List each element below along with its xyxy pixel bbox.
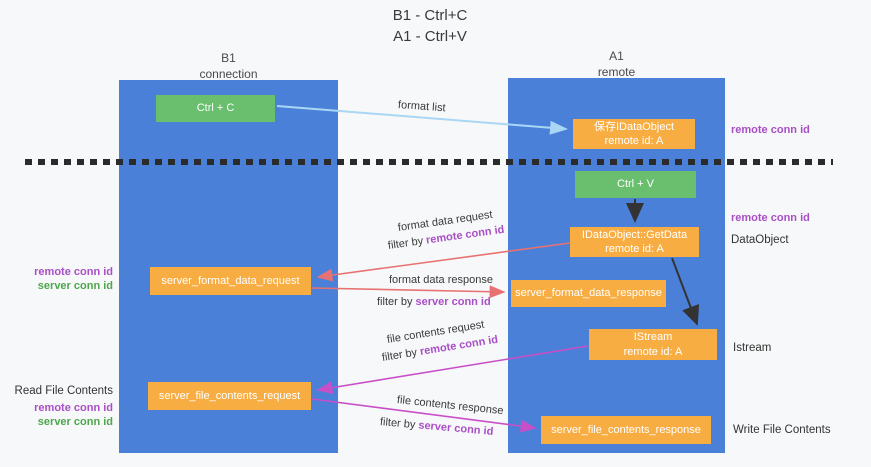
- right-remote-conn-id-label-2: remote conn id: [731, 212, 810, 224]
- lifeline-a1-subtitle: remote: [597, 64, 636, 79]
- filter-by-text: filter by: [377, 296, 416, 308]
- filter-by-text: filter by: [387, 234, 427, 252]
- ctrl-c-label: Ctrl + C: [196, 102, 235, 115]
- ctrl-v-label: Ctrl + V: [617, 178, 654, 191]
- getdata-line1: IDataObject::GetData: [581, 228, 688, 241]
- istream-side-label: Istream: [733, 342, 772, 354]
- format-data-response-filter-annotation: filter by server conn id: [377, 296, 491, 308]
- dataobject-label: DataObject: [731, 234, 789, 246]
- ctrl-c-box: Ctrl + C: [156, 95, 275, 122]
- server-format-data-request-box: server_format_data_request: [150, 267, 311, 295]
- file-contents-response-annotation: file contents response: [396, 394, 505, 418]
- server-format-data-request-label: server_format_data_request: [161, 274, 300, 287]
- read-file-contents-label: Read File Contents: [14, 385, 113, 397]
- title-line-1: B1 - Ctrl+C: [392, 7, 468, 24]
- phase-divider-dashed-line: [25, 159, 833, 165]
- lifeline-header-b1: B1 connection: [119, 51, 338, 82]
- server-file-contents-response-label: server_file_contents_response: [551, 423, 701, 436]
- server-file-contents-response-box: server_file_contents_response: [541, 416, 711, 444]
- filter-by-text: filter by: [381, 346, 421, 364]
- title-line-2: A1 - Ctrl+V: [393, 28, 467, 45]
- filter-by-text: filter by: [379, 416, 419, 432]
- idataobject-getdata-box: IDataObject::GetData remote id: A: [570, 227, 699, 257]
- left-server-conn-id-label-1: server conn id: [37, 280, 113, 292]
- lifeline-header-a1: A1 remote: [508, 49, 725, 80]
- istream-line1: IStream: [633, 331, 673, 344]
- format-list-annotation: format list: [397, 99, 446, 115]
- lifeline-b1-title: B1: [221, 51, 236, 65]
- write-file-contents-label: Write File Contents: [733, 424, 831, 436]
- left-remote-conn-id-label-1: remote conn id: [34, 266, 113, 278]
- save-idataobject-box: 保存IDataObject remote id: A: [573, 119, 695, 149]
- save-idataobject-line1: 保存IDataObject: [593, 120, 675, 133]
- server-conn-id-text: server conn id: [415, 296, 491, 308]
- istream-line2: remote id: A: [623, 345, 683, 358]
- ctrl-v-box: Ctrl + V: [575, 171, 696, 198]
- lifeline-b1-subtitle: connection: [199, 66, 258, 81]
- server-format-data-response-label: server_format_data_response: [515, 287, 662, 300]
- server-file-contents-request-box: server_file_contents_request: [148, 382, 311, 410]
- server-conn-id-text: server conn id: [417, 419, 494, 438]
- left-remote-conn-id-label-2: remote conn id: [34, 402, 113, 414]
- server-format-data-response-box: server_format_data_response: [511, 280, 666, 307]
- diagram-title: B1 - Ctrl+C A1 - Ctrl+V: [0, 5, 860, 47]
- arrow-format-data-response: [311, 285, 506, 299]
- format-data-response-annotation: format data response: [389, 274, 493, 286]
- lifeline-a1-title: A1: [609, 49, 624, 63]
- left-server-conn-id-label-2: server conn id: [37, 416, 113, 428]
- right-remote-conn-id-label-1: remote conn id: [731, 124, 810, 136]
- server-file-contents-request-label: server_file_contents_request: [158, 389, 301, 402]
- getdata-line2: remote id: A: [605, 243, 664, 255]
- istream-box: IStream remote id: A: [589, 329, 717, 360]
- save-idataobject-line2: remote id: A: [604, 135, 664, 147]
- file-contents-response-filter-annotation: filter by server conn id: [379, 416, 493, 438]
